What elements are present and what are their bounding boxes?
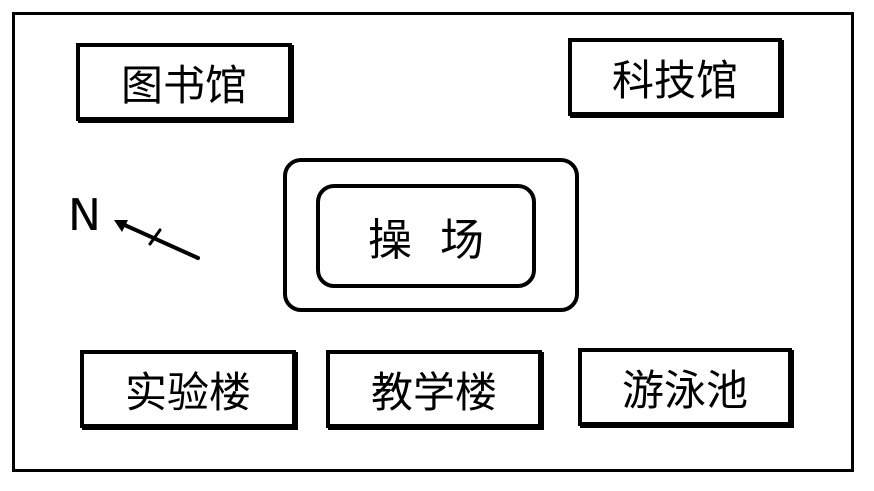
science-museum-label: 科技馆	[611, 55, 738, 105]
compass-arrow-icon	[114, 220, 200, 260]
science-museum-box: 科技馆	[568, 38, 782, 116]
teaching-building-label: 教学楼	[370, 367, 497, 417]
swimming-pool-box: 游泳池	[578, 348, 792, 426]
playground-box: 操 场	[316, 184, 536, 288]
teaching-building-box: 教学楼	[326, 350, 542, 428]
library-box: 图书馆	[76, 43, 292, 121]
laboratory-label: 实验楼	[124, 367, 251, 417]
compass-north-label: N	[68, 190, 101, 241]
playground-outer-track	[283, 158, 579, 312]
swimming-pool-label: 游泳池	[621, 365, 748, 415]
laboratory-box: 实验楼	[80, 350, 296, 428]
playground-label: 操 场	[368, 215, 484, 266]
library-label: 图书馆	[120, 60, 247, 110]
